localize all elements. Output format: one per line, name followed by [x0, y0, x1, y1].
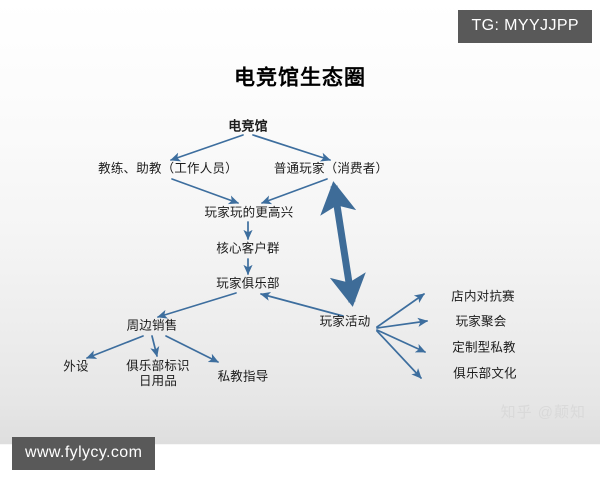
node-core-customers: 核心客户群	[216, 241, 280, 256]
tg-watermark: TG: MYYJJPP	[458, 10, 592, 43]
node-club-culture: 俱乐部文化	[453, 366, 517, 381]
arrow-player-to-happier	[261, 178, 328, 205]
node-club-logo-line2: 日用品	[138, 374, 178, 388]
node-in-store-match: 店内对抗赛	[451, 289, 515, 304]
node-peripherals: 外设	[63, 359, 89, 374]
arrow-activity-to-instore-match	[376, 293, 425, 328]
arrow-activity-to-custom-coach	[376, 329, 426, 353]
arrow-root-to-coach	[170, 134, 244, 162]
node-esports-arena: 电竞馆	[228, 118, 268, 134]
node-private-coaching: 私教指导	[217, 369, 269, 384]
arrow-root-to-player	[252, 134, 331, 162]
node-club-logo-goods: 俱乐部标识 日用品	[118, 359, 198, 389]
node-player-activity: 玩家活动	[319, 314, 371, 329]
arrow-club-to-merch	[157, 292, 237, 319]
node-coach-staff: 教练、助教（工作人员）	[98, 161, 238, 176]
arrow-activity-to-meetup	[376, 317, 429, 329]
node-player-club: 玩家俱乐部	[216, 276, 280, 291]
node-custom-private-coach: 定制型私教	[452, 340, 516, 355]
arrow-coach-to-happier	[171, 178, 239, 205]
arrow-merch-to-peripherals	[86, 335, 144, 359]
node-merch-sales: 周边销售	[126, 318, 178, 333]
node-normal-player: 普通玩家（消费者）	[273, 161, 389, 176]
node-player-meetup: 玩家聚会	[455, 314, 507, 329]
arrow-activity-to-club	[260, 291, 344, 317]
node-club-logo-line1: 俱乐部标识	[126, 359, 190, 373]
node-players-happier: 玩家玩的更高兴	[204, 205, 294, 220]
site-watermark: www.fylycy.com	[12, 437, 156, 470]
chart-title: 电竞馆生态圈	[234, 66, 366, 90]
zhihu-watermark: 知乎 @颠知	[500, 404, 586, 421]
arrow-activity-to-club-culture	[376, 330, 422, 379]
arrow-player-activity-bidirectional	[320, 181, 366, 307]
arrow-merch-to-clublogo	[150, 335, 160, 357]
